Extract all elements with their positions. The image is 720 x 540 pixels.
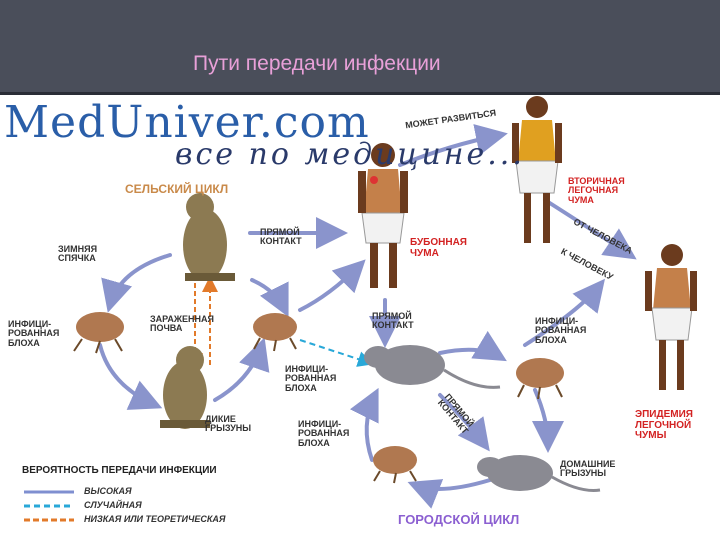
wild-rodents-label: ДИКИЕ ГРЫЗУНЫ (205, 415, 251, 434)
contaminated-soil-label: ЗАРАЖЕННАЯ ПОЧВА (150, 315, 214, 334)
flea-right (516, 358, 564, 399)
pneumonic-epidemic-label: ЭПИДЕМИЯ ЛЕГОЧНОЙ ЧУМЫ (635, 410, 693, 442)
infected-flea-right-label: ИНФИЦИ- РОВАННАЯ БЛОХА (535, 317, 586, 345)
direct-contact-top-label: ПРЯМОЙ КОНТАКТ (260, 228, 302, 247)
secondary-pneumonic-label: ВТОРИЧНАЯ ЛЕГОЧНАЯ ЧУМА (568, 177, 625, 205)
direct-contact-center-label: ПРЯМОЙ КОНТАКТ (372, 312, 414, 331)
infected-flea-left-label: ИНФИЦИ- РОВАННАЯ БЛОХА (8, 320, 59, 348)
rural-cycle-label: СЕЛЬСКИЙ ЦИКЛ (125, 183, 228, 196)
slide-header: Пути передачи инфекции (0, 0, 720, 92)
infected-flea-center-label: ИНФИЦИ- РОВАННАЯ БЛОХА (285, 365, 336, 393)
ground-squirrel-top (183, 193, 235, 281)
domestic-rodents-label: ДОМАШНИЕ ГРЫЗУНЫ (560, 460, 615, 479)
flea-center (253, 313, 297, 351)
flea-left (74, 312, 124, 353)
hibernation-label: ЗИМНЯЯ СПЯЧКА (58, 245, 97, 264)
bubonic-plague-label: БУБОННАЯ ЧУМА (410, 238, 467, 259)
urban-cycle-label: ГОРОДСКОЙ ЦИКЛ (398, 513, 519, 527)
slide-title: Пути передачи инфекции (193, 52, 441, 76)
legend-item-accidental: СЛУЧАЙНАЯ (84, 500, 142, 510)
flea-bottom (373, 446, 417, 483)
infected-flea-bottom-label: ИНФИЦИ- РОВАННАЯ БЛОХА (298, 420, 349, 448)
legend-item-low: НИЗКАЯ ИЛИ ТЕОРЕТИЧЕСКАЯ (84, 514, 225, 524)
watermark-tagline: все по медицине... (175, 137, 525, 172)
legend-item-high: ВЫСОКАЯ (84, 486, 132, 496)
accidental-arrow (300, 340, 370, 363)
plague-transmission-diagram: MedUniver.com все по медицине... СЕЛЬСКИ… (0, 95, 720, 540)
human-figure-epidemic (645, 244, 697, 390)
legend-title: ВЕРОЯТНОСТЬ ПЕРЕДАЧИ ИНФЕКЦИИ (22, 466, 217, 477)
ground-squirrel-bottom (160, 346, 210, 429)
